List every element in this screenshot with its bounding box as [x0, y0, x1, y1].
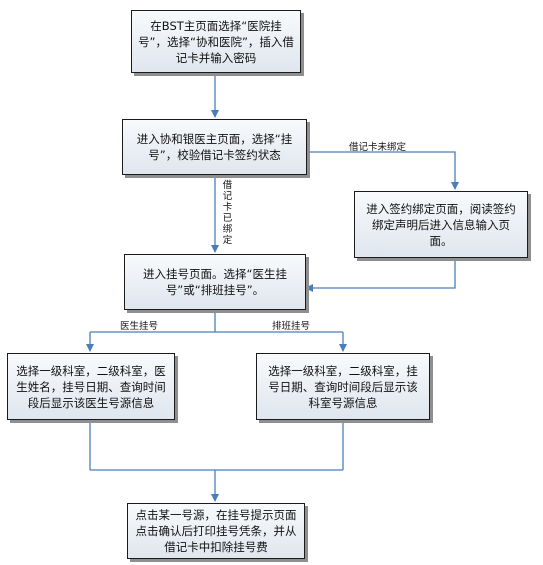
- bank-home-node: 进入协和银医主页面，选择“挂号”，校验借记卡签约状态: [122, 119, 307, 175]
- label-bound: 借记卡已绑定: [222, 180, 233, 246]
- doctor-info-node-text: 选择一级科室，二级科室，医生姓名，挂号日期、查询时间段后显示该医生号源信息: [16, 363, 166, 410]
- register-node-text: 进入挂号页面。选择“医生挂号”或“排班挂号”。: [143, 267, 287, 297]
- arrow-bind-to-register: [305, 258, 456, 292]
- confirm-node-text: 点击某一号源，在挂号提示页面点击确认后打印挂号凭条，并从借记卡中扣除挂号费: [135, 508, 297, 554]
- bind-node-text: 进入签约绑定页面，阅读签约绑定声明后进入信息输入页面。: [366, 201, 516, 248]
- start-node: 在BST主页面选择“医院挂号”，选择“协和医院”，插入借记卡并输入密码: [131, 10, 301, 73]
- label-unbound: 借记卡未绑定: [349, 142, 407, 153]
- dept-info-node: 选择一级科室，二级科室，挂号日期、查询时间段后显示该科室号源信息: [256, 353, 430, 420]
- arrow-bank-home-to-bind: [307, 151, 459, 190]
- doctor-info-node: 选择一级科室，二级科室，医生姓名，挂号日期、查询时间段后显示该医生号源信息: [7, 353, 175, 420]
- arrow-results-to-confirm: [89, 420, 344, 502]
- label-doctor-reg: 医生挂号: [120, 321, 159, 332]
- bind-node: 进入签约绑定页面，阅读签约绑定声明后进入信息输入页面。: [354, 191, 528, 258]
- dept-info-node-text: 选择一级科室，二级科室，挂号日期、查询时间段后显示该科室号源信息: [268, 363, 418, 410]
- label-schedule-reg: 排班挂号: [272, 321, 311, 332]
- arrow-register-branch: [86, 310, 347, 352]
- bank-home-node-text: 进入协和银医主页面，选择“挂号”，校验借记卡签约状态: [136, 132, 293, 162]
- register-node: 进入挂号页面。选择“医生挂号”或“排班挂号”。: [124, 254, 306, 310]
- start-node-text: 在BST主页面选择“医院挂号”，选择“协和医院”，插入借记卡并输入密码: [138, 18, 294, 65]
- confirm-node: 点击某一号源，在挂号提示页面点击确认后打印挂号凭条，并从借记卡中扣除挂号费: [127, 503, 305, 559]
